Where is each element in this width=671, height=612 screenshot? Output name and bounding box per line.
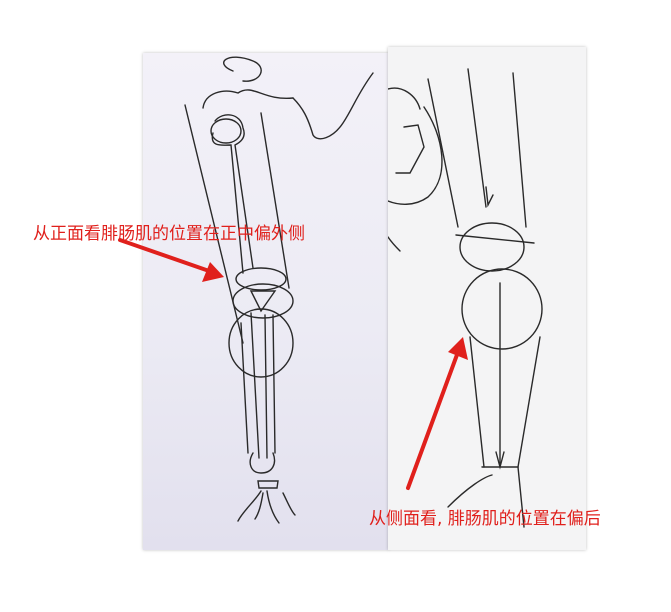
side-view-annotation: 从侧面看, 腓肠肌的位置在偏后	[369, 509, 601, 529]
front-view-sketch	[143, 53, 389, 550]
side-view-leg-drawing	[388, 68, 543, 528]
arrow-icon	[406, 337, 468, 490]
side-view-sketch	[388, 47, 586, 550]
front-view-leg-drawing	[184, 56, 374, 524]
arrow-icon	[118, 238, 224, 282]
front-view-annotation: 从正面看腓肠肌的位置在正中偏外侧	[33, 224, 305, 244]
